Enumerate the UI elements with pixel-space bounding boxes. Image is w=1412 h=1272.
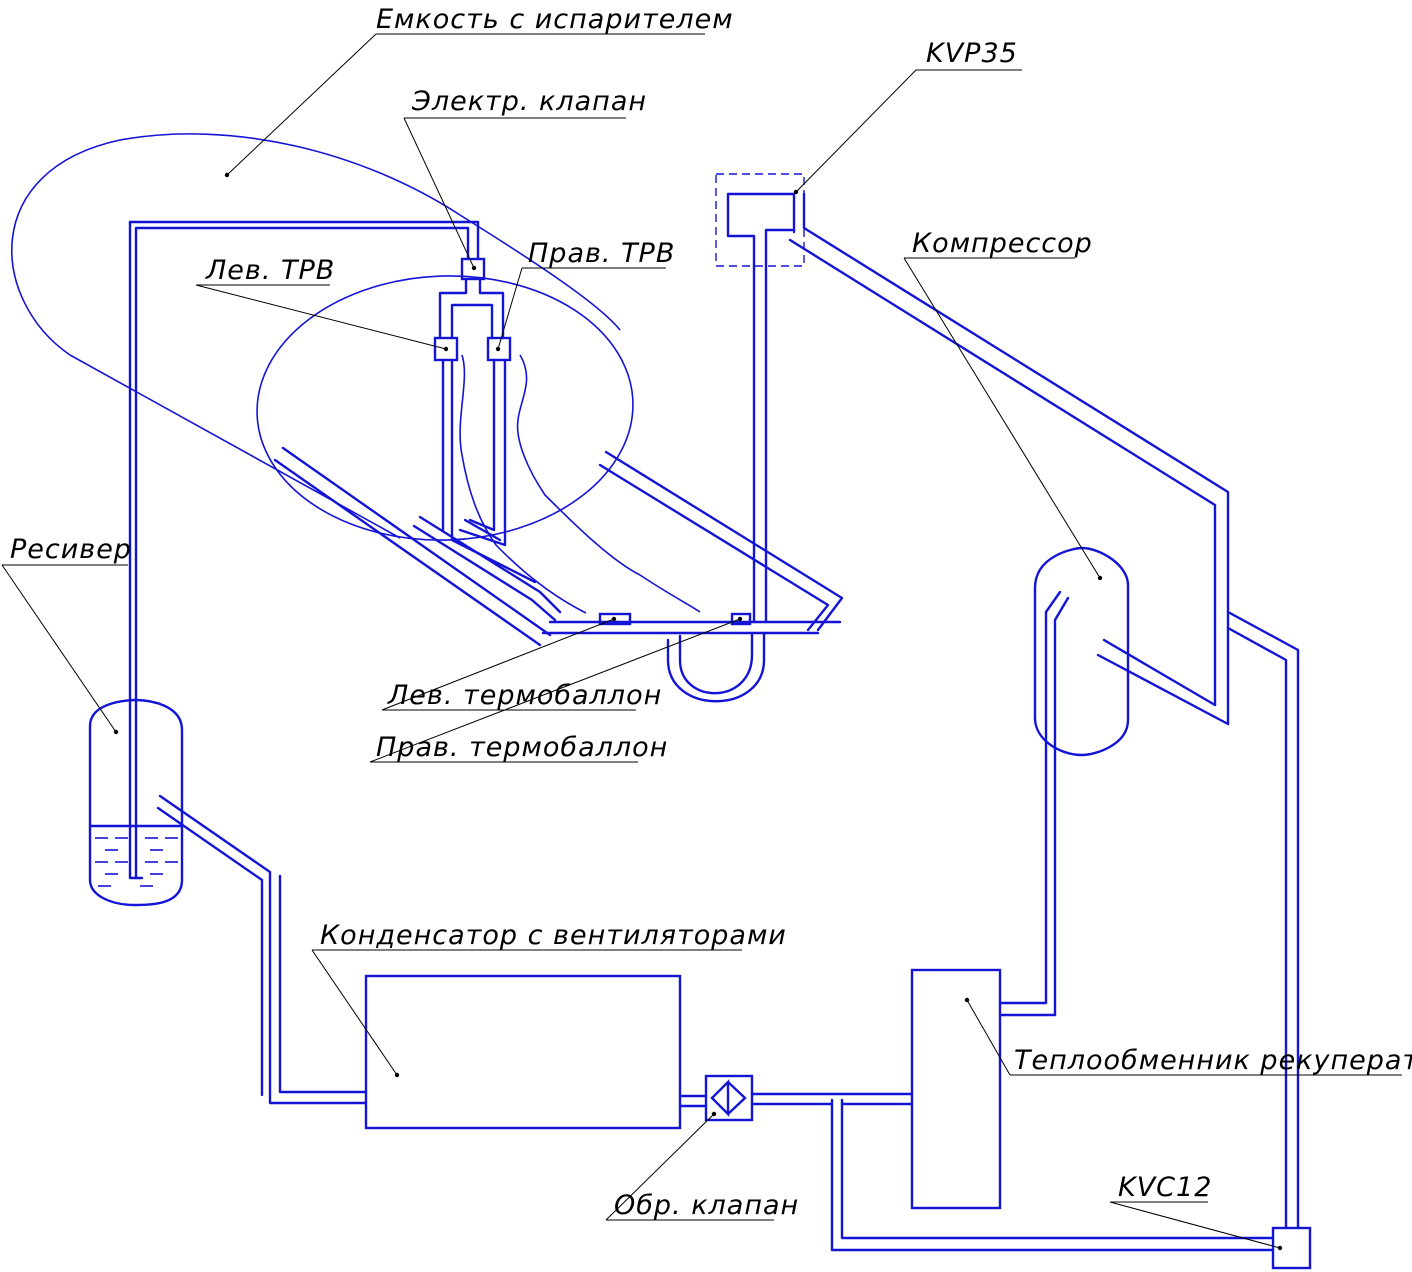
leader-solenoid xyxy=(403,117,626,271)
check-valve xyxy=(704,1074,914,1122)
receiver xyxy=(88,220,368,1105)
leader-left-bulb xyxy=(381,616,636,711)
kvc12-line xyxy=(830,610,1312,1270)
distributor-pipes xyxy=(128,220,507,880)
leader-receiver xyxy=(1,564,128,735)
label-kvp: KVP35 xyxy=(926,38,1018,69)
leader-heat-exchanger xyxy=(964,997,1402,1076)
leader-left-txv xyxy=(195,284,449,352)
condenser xyxy=(364,974,708,1130)
leader-kvp xyxy=(793,69,1022,195)
leader-condenser xyxy=(311,949,742,1078)
label-heat-exchanger: Теплообменник рекуператора xyxy=(1014,1045,1412,1076)
label-tank: Емкость с испарителем xyxy=(376,4,734,35)
label-right-txv: Прав. ТРВ xyxy=(528,238,675,269)
label-left-txv: Лев. ТРВ xyxy=(205,255,335,286)
label-right-bulb: Прав. термобаллон xyxy=(376,732,668,763)
evaporator-coil xyxy=(273,354,844,647)
receiver-liquid xyxy=(95,837,178,887)
label-kvc: KVC12 xyxy=(1118,1172,1212,1203)
leader-kvc xyxy=(1109,1201,1283,1251)
label-check-valve: Обр. клапан xyxy=(614,1190,799,1221)
thermo-bulbs xyxy=(598,612,752,626)
label-compressor: Компрессор xyxy=(912,228,1093,259)
leader-check-valve xyxy=(605,1111,774,1221)
leader-right-txv xyxy=(495,267,666,352)
suction-line xyxy=(666,192,1230,726)
kvp35-valve xyxy=(715,173,805,267)
label-left-bulb: Лев. термобаллон xyxy=(387,680,662,711)
label-solenoid: Электр. клапан xyxy=(411,86,647,117)
heat-exchanger xyxy=(910,968,1002,1210)
compressor xyxy=(998,546,1130,1017)
leader-compressor xyxy=(903,257,1103,581)
label-condenser: Конденсатор с вентиляторами xyxy=(320,920,787,951)
solenoid-valve xyxy=(460,257,486,281)
left-txv xyxy=(433,336,459,362)
tank-with-evaporator xyxy=(11,133,634,541)
right-txv xyxy=(486,336,512,362)
leader-right-bulb xyxy=(369,616,743,763)
label-receiver: Ресивер xyxy=(10,534,132,565)
leader-tank xyxy=(224,33,705,178)
